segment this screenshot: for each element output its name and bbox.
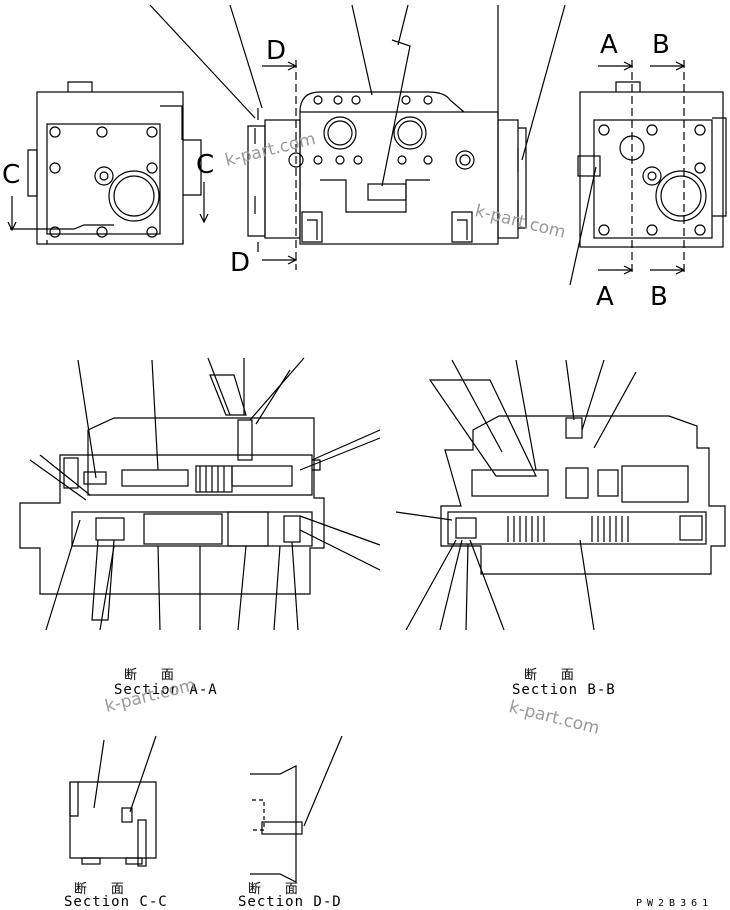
cut-marker-d-bottom: D [230,248,251,278]
drawing-code: PW2B361 [636,898,714,909]
section-d-view [250,735,343,883]
section-a-kanji: 断 面 [124,668,182,683]
leader-lines-section-a [45,357,381,631]
cut-marker-a-top: A [600,30,618,60]
section-c-caption: Section C-C [64,894,168,910]
section-c-kanji: 断 面 [74,882,132,897]
cut-marker-b-top: B [652,30,670,60]
cut-marker-b-bottom: B [650,282,668,312]
cut-marker-d-top: D [266,36,287,66]
section-a-view [19,374,325,621]
section-a-caption: Section A-A [114,682,218,698]
side-view-right [569,60,727,286]
section-b-view [428,379,726,575]
cut-marker-a-bottom: A [596,282,614,312]
leader-lines-top [149,4,566,161]
cut-marker-c-left: C [2,160,21,190]
section-d-caption: Section D-D [238,894,342,910]
section-c-view [69,735,157,867]
side-view-left [7,81,209,245]
section-b-kanji: 断 面 [524,668,582,683]
section-b-caption: Section B-B [512,682,616,698]
leader-lines-section-b [395,359,637,631]
cut-marker-c-right: C [196,150,215,180]
section-d-kanji: 断 面 [248,882,306,897]
front-view-center [247,39,527,270]
